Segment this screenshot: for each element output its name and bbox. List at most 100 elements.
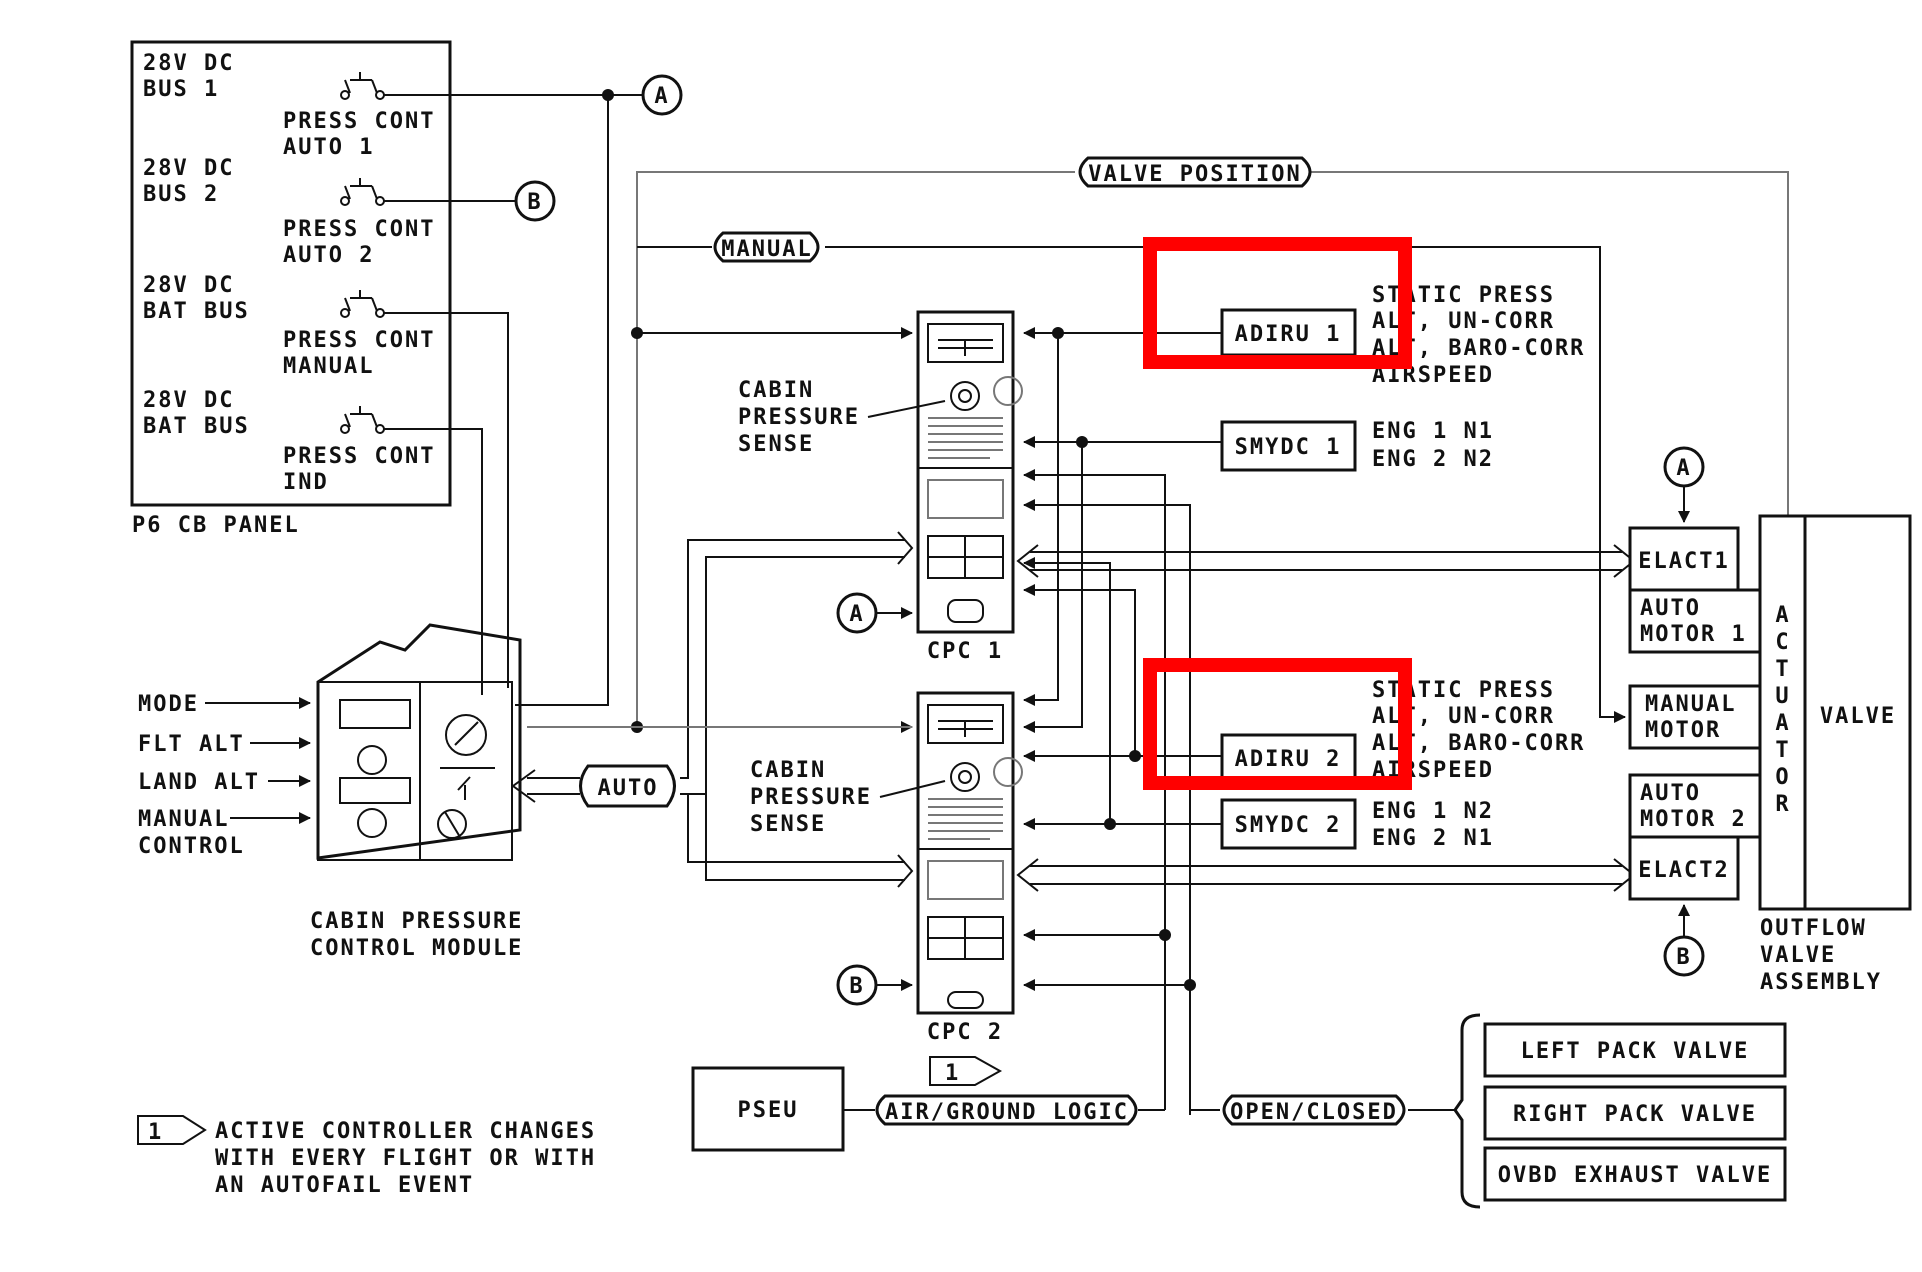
module-inputs: MODE FLT ALT LAND ALT MANUAL CONTROL <box>138 692 311 859</box>
bus1-line1: 28V DC <box>143 51 234 76</box>
outflow-label-line3: ASSEMBLY <box>1760 970 1882 995</box>
connector-b-elact2: B <box>1663 904 1705 977</box>
right-pack-valve: RIGHT PACK VALVE <box>1513 1102 1757 1127</box>
auto-motor2-line2: MOTOR 2 <box>1640 807 1747 832</box>
note-line1: ACTIVE CONTROLLER CHANGES <box>215 1119 596 1144</box>
auto-label: AUTO <box>598 776 659 801</box>
input-manual: MANUAL <box>138 807 229 832</box>
pseu-box: PSEU <box>691 1066 845 1152</box>
auto1-line2: AUTO 1 <box>283 135 374 160</box>
cpc1-unit: CPC 1 <box>916 310 1023 664</box>
module-label-line1: CABIN PRESSURE <box>310 909 523 934</box>
adiru1-box: ADIRU 1 <box>1220 308 1357 357</box>
outflow-label-line2: VALVE <box>1760 943 1836 968</box>
input-land-alt: LAND ALT <box>138 770 260 795</box>
pseu-label: PSEU <box>738 1098 799 1123</box>
air-ground-logic: AIR/GROUND LOGIC <box>843 1094 1165 1126</box>
p6-panel-label: P6 CB PANEL <box>132 513 300 538</box>
auto-motor1-line2: MOTOR 1 <box>1640 622 1747 647</box>
manual-motor-line2: MOTOR <box>1645 718 1721 743</box>
adiru2-box: ADIRU 2 <box>1220 733 1357 782</box>
valve-label: VALVE <box>1820 704 1896 729</box>
highlight-adiru1 <box>1143 237 1412 369</box>
auto-bus: AUTO <box>511 531 914 888</box>
batbus-a-line2: BAT BUS <box>143 299 250 324</box>
note-line2: WITH EVERY FLIGHT OR WITH <box>215 1146 596 1171</box>
cpc2-unit: CPC 2 1 <box>916 691 1023 1086</box>
ind-line2: IND <box>283 470 329 495</box>
manual-label: MANUAL <box>721 237 812 262</box>
smydc2-outputs: ENG 1 N2 ENG 2 N1 <box>1372 799 1494 851</box>
manual-line2: MANUAL <box>283 354 374 379</box>
note-number: 1 <box>148 1120 163 1145</box>
cpc1-label: CPC 1 <box>927 639 1003 664</box>
p6-cb-panel: 28V DC BUS 1 PRESS CONT AUTO 1 28V DC BU… <box>130 40 452 538</box>
manual-line1: PRESS CONT <box>283 328 435 353</box>
svg-text:CABIN: CABIN <box>738 378 814 403</box>
elact1-label: ELACT1 <box>1638 549 1729 574</box>
svg-text:PRESSURE: PRESSURE <box>738 405 860 430</box>
smydc1-box: SMYDC 1 <box>1220 420 1357 472</box>
manual-motor-line1: MANUAL <box>1645 692 1736 717</box>
note-block: 1 ACTIVE CONTROLLER CHANGES WITH EVERY F… <box>137 1115 596 1198</box>
cabin-pressure-control-module: CABIN PRESSURE CONTROL MODULE <box>310 623 523 961</box>
svg-text:B: B <box>1676 945 1691 970</box>
smydc1-outputs: ENG 1 N1 ENG 2 N2 <box>1372 419 1494 472</box>
highlight-adiru2 <box>1143 658 1412 790</box>
svg-text:ENG 2 N1: ENG 2 N1 <box>1372 826 1494 851</box>
open-closed-label: OPEN/CLOSED <box>1230 1100 1398 1125</box>
valve-position-line: VALVE POSITION <box>636 156 1789 730</box>
bus2-line1: 28V DC <box>143 156 234 181</box>
note-line3: AN AUTOFAIL EVENT <box>215 1173 474 1198</box>
svg-text:1: 1 <box>945 1061 960 1086</box>
air-ground-label: AIR/GROUND LOGIC <box>885 1100 1129 1125</box>
auto1-line1: PRESS CONT <box>283 109 435 134</box>
smydc2-box: SMYDC 2 <box>1220 798 1357 850</box>
cb-wiring <box>384 89 642 706</box>
breaker-auto2-icon <box>340 178 385 206</box>
left-pack-valve: LEFT PACK VALVE <box>1521 1039 1750 1064</box>
connector-a-top: A <box>641 74 683 116</box>
input-mode: MODE <box>138 692 199 717</box>
input-flt-alt: FLT ALT <box>138 732 245 757</box>
connector-b-top: B <box>514 180 556 222</box>
breaker-manual-icon <box>340 290 385 318</box>
bus2-line2: BUS 2 <box>143 182 219 207</box>
svg-text:A: A <box>849 602 864 627</box>
pack-valves: LEFT PACK VALVE RIGHT PACK VALVE OVBD EX… <box>1483 1022 1787 1202</box>
module-label-line2: CONTROL MODULE <box>310 936 523 961</box>
sensor-wiring <box>1023 327 1222 1115</box>
smydc2-label: SMYDC 2 <box>1235 813 1342 838</box>
breaker-ind-icon <box>340 406 385 434</box>
auto-motor1-line1: AUTO <box>1640 596 1701 621</box>
cpc2-label: CPC 2 <box>927 1020 1003 1045</box>
adiru1-label: ADIRU 1 <box>1235 322 1342 347</box>
cabin-pressure-sense-1: CABIN PRESSURE SENSE <box>738 378 946 457</box>
cpc-feed-lines <box>631 327 913 733</box>
connector-a-elact1: A <box>1663 446 1705 523</box>
smydc1-label: SMYDC 1 <box>1235 435 1342 460</box>
cpc2-elact2-bus <box>1016 858 1636 892</box>
svg-text:CABIN: CABIN <box>750 758 826 783</box>
batbus-b-line1: 28V DC <box>143 388 234 413</box>
svg-text:B: B <box>849 974 864 999</box>
auto2-line1: PRESS CONT <box>283 217 435 242</box>
bus1-line2: BUS 1 <box>143 77 219 102</box>
ovbd-exhaust-valve: OVBD EXHAUST VALVE <box>1498 1163 1772 1188</box>
auto2-line2: AUTO 2 <box>283 243 374 268</box>
note-flag-1: 1 <box>929 1056 1003 1086</box>
svg-text:ENG 1 N2: ENG 1 N2 <box>1372 799 1494 824</box>
cabin-pressure-sense-2: CABIN PRESSURE SENSE <box>750 758 946 837</box>
elact2-label: ELACT2 <box>1638 858 1729 883</box>
valve-position-label: VALVE POSITION <box>1088 162 1301 187</box>
connector-a-cpc1: A <box>836 592 913 634</box>
ind-line1: PRESS CONT <box>283 444 435 469</box>
svg-text:ENG 1 N1: ENG 1 N1 <box>1372 419 1494 444</box>
svg-text:ENG 2 N2: ENG 2 N2 <box>1372 447 1494 472</box>
svg-text:B: B <box>527 190 542 215</box>
svg-text:SENSE: SENSE <box>738 432 814 457</box>
input-control: CONTROL <box>138 834 245 859</box>
